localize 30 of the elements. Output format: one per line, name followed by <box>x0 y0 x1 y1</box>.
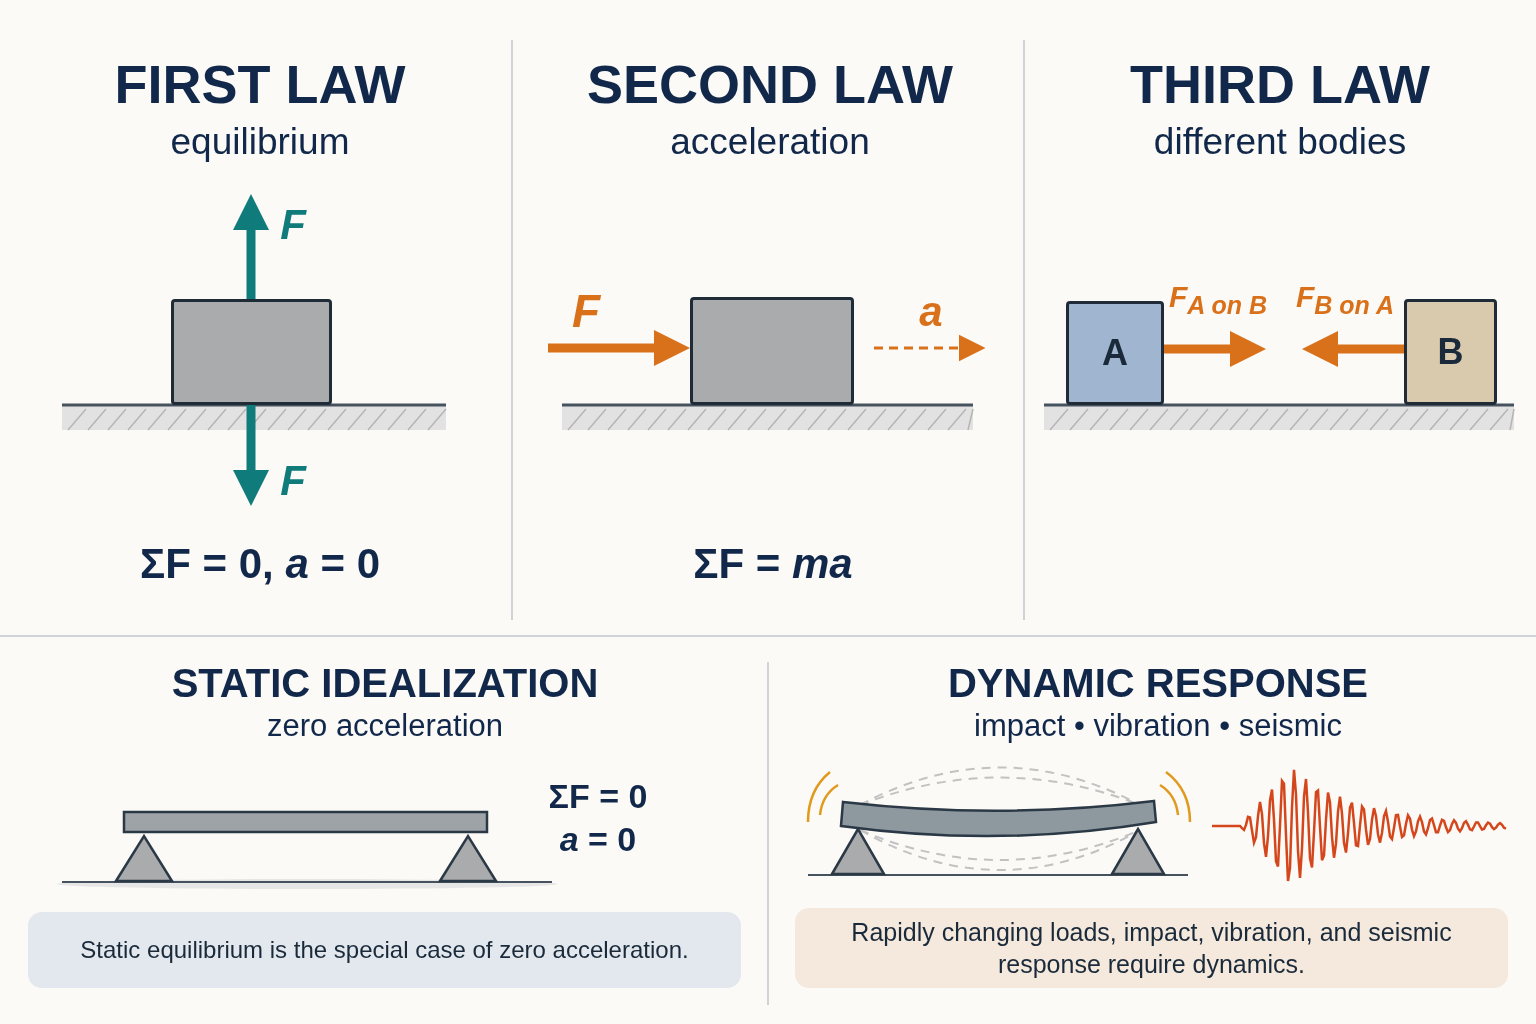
subheading: equilibrium <box>170 120 350 164</box>
equation: ΣF = ma <box>693 539 853 589</box>
block-label: A <box>1102 330 1128 375</box>
heading: DYNAMIC RESPONSE <box>947 660 1369 706</box>
equation: ΣF = 0, a = 0 <box>140 539 380 589</box>
note-card <box>795 908 1508 988</box>
equation: ΣF = 0 <box>548 776 648 816</box>
subheading: zero acceleration <box>266 708 504 745</box>
heading: FIRST LAW <box>114 52 406 115</box>
heading: SECOND LAW <box>587 52 953 115</box>
note-text: Rapidly changing loads, impact, vibration, and seismic response require dynamics. <box>850 916 1453 980</box>
force-label: F <box>571 285 601 339</box>
block <box>171 299 332 405</box>
force-label: F$_{A on B}$ <box>1169 280 1267 320</box>
acceleration-label: a <box>919 287 943 337</box>
heading: STATIC IDEALIZATION <box>171 660 599 706</box>
note-card <box>28 912 741 988</box>
block-label: B <box>1437 329 1464 374</box>
force-label: F <box>280 456 306 506</box>
block <box>690 297 854 405</box>
subheading: impact • vibration • seismic <box>974 708 1342 745</box>
equation: a = 0 <box>559 819 637 859</box>
block <box>1404 299 1497 405</box>
force-label: F$_{B on A}$ <box>1296 280 1394 320</box>
subheading: different bodies <box>1153 120 1407 164</box>
subheading: acceleration <box>670 120 870 164</box>
heading: THIRD LAW <box>1130 52 1430 115</box>
block <box>1066 301 1164 405</box>
note-text: Static equilibrium is the special case of zero acceleration. <box>80 935 689 966</box>
force-label: F <box>280 200 306 250</box>
